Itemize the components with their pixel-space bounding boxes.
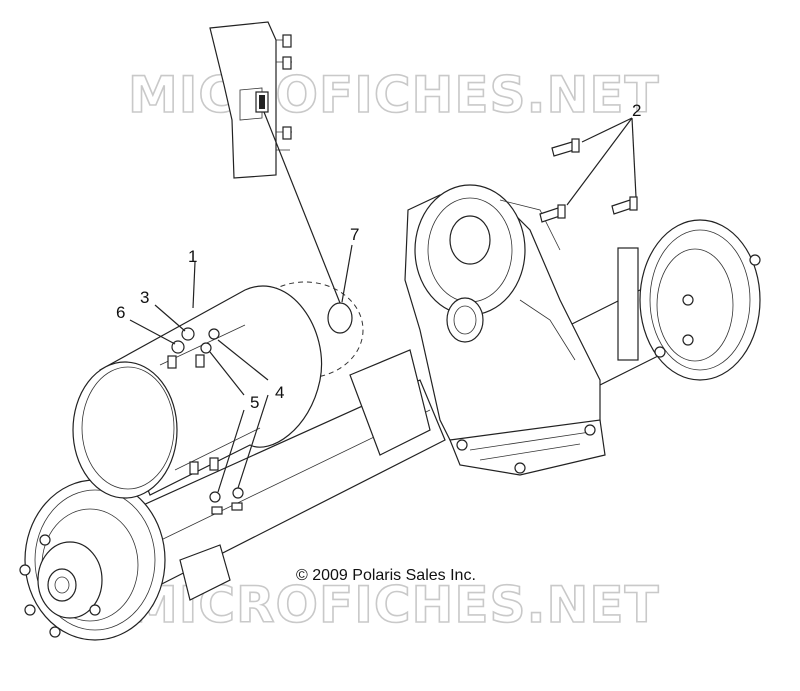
callout-7: 7 — [350, 225, 359, 244]
callout-6: 6 — [116, 303, 125, 322]
callout-2: 2 — [632, 101, 641, 120]
inset-detail — [209, 21, 341, 304]
motor — [72, 281, 364, 499]
axle-bracket — [179, 544, 231, 601]
terminal-nuts — [167, 327, 244, 515]
callout-3: 3 — [140, 288, 149, 307]
callout-4: 4 — [275, 383, 284, 402]
leader-lines — [129, 117, 637, 493]
wheel-hub-right — [617, 219, 761, 381]
gearbox-housing — [349, 184, 606, 476]
copyright-notice: © 2009 Polaris Sales Inc. — [296, 567, 476, 584]
plug — [327, 302, 353, 334]
callout-5: 5 — [250, 393, 259, 412]
wheel-hub-left — [19, 479, 166, 641]
callout-1: 1 — [188, 247, 197, 266]
bolts — [539, 138, 638, 223]
watermark-top: MICROFICHES.NET — [128, 66, 660, 124]
